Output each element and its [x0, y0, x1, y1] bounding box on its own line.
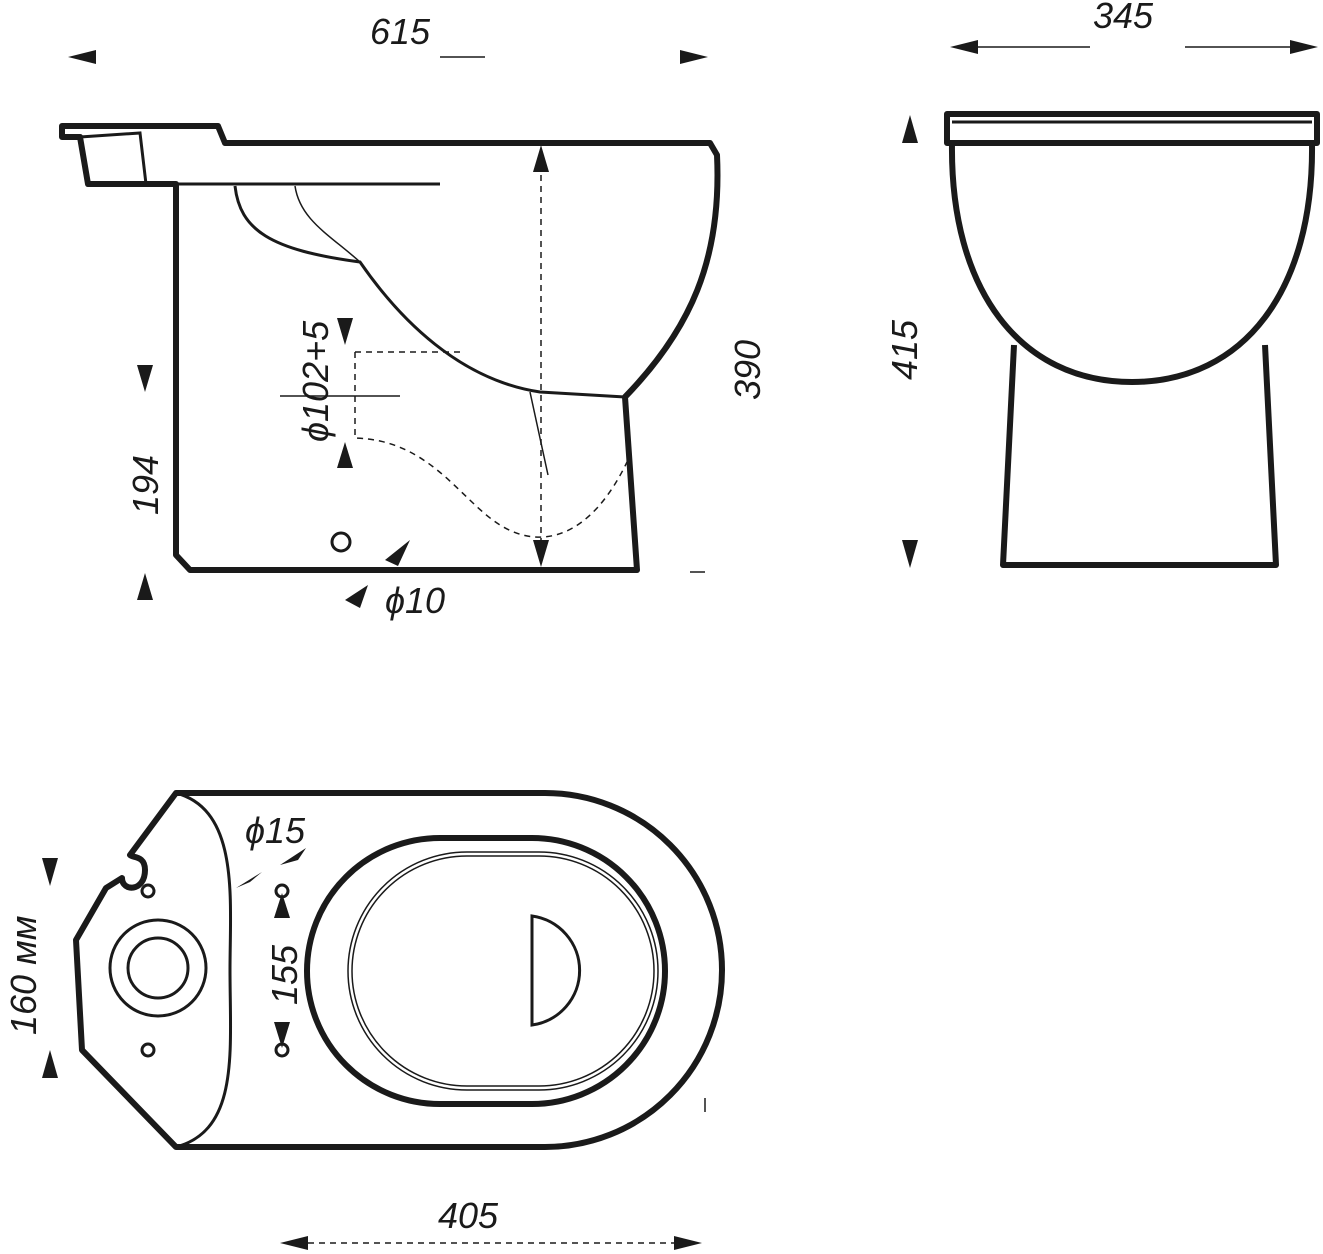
bowl-outline	[948, 142, 1316, 385]
outlet-dashed	[354, 351, 629, 538]
arrow-icon	[274, 893, 290, 918]
tank-hole-icon	[140, 883, 156, 899]
dim-fixing-hole-label: ϕ10	[385, 580, 445, 621]
arrow-icon	[902, 540, 918, 568]
dim-outlet-label: ϕ102+5	[295, 320, 336, 442]
dim-615-label: 615	[370, 11, 431, 52]
dim-155-label: 155	[264, 944, 305, 1005]
bowl-opening	[304, 835, 668, 1107]
arrow-icon	[385, 540, 410, 566]
front-view: 345 415	[884, 0, 1320, 568]
arrow-icon	[1290, 40, 1318, 54]
trap-line	[233, 185, 626, 399]
seat-rim	[944, 111, 1320, 146]
dim-194-label: 194	[125, 455, 166, 515]
arrow-icon	[137, 573, 153, 600]
arrow-icon	[280, 1236, 308, 1250]
tank-hole-icon	[140, 1042, 156, 1058]
dim-345-label: 345	[1093, 0, 1154, 36]
arrow-icon	[680, 50, 708, 64]
tank-flange	[79, 131, 148, 185]
bowl-inner	[347, 851, 659, 1091]
trap-outlet-line	[529, 391, 549, 476]
arrow-icon	[274, 1022, 290, 1048]
fixing-hole-icon	[330, 531, 352, 553]
arrow-icon	[345, 585, 368, 608]
pedestal-outline	[1000, 344, 1279, 568]
arrow-icon	[337, 318, 353, 345]
arrow-icon	[280, 848, 306, 865]
flush-valve-outer	[108, 918, 208, 1018]
flush-valve-inner	[126, 936, 190, 1000]
drain-outline	[530, 914, 582, 1027]
top-view-outline	[73, 790, 725, 1150]
arrow-icon	[533, 145, 549, 172]
side-view-outline	[59, 123, 721, 573]
top-view: ϕ15 155 160 мм 405	[3, 790, 725, 1250]
arrow-icon	[68, 50, 96, 64]
arrow-icon	[337, 442, 353, 468]
dim-160-label: 160 мм	[3, 916, 44, 1035]
arrow-icon	[236, 872, 262, 888]
arrow-icon	[42, 1050, 58, 1078]
arrow-icon	[674, 1236, 702, 1250]
arrow-icon	[950, 40, 978, 54]
trap-inner-line	[294, 185, 361, 263]
dim-390-label: 390	[727, 340, 768, 400]
side-view: 615 390 194 ϕ102+5 ϕ10	[59, 11, 768, 621]
bowl-inner-2	[351, 855, 655, 1087]
arrow-icon	[533, 540, 549, 567]
arrow-icon	[137, 365, 153, 392]
tank-edge	[175, 791, 233, 1149]
arrow-icon	[902, 115, 918, 143]
arrow-icon	[42, 858, 58, 886]
dim-415-label: 415	[884, 319, 925, 380]
dim-15-label: ϕ15	[245, 810, 306, 851]
dim-405-label: 405	[438, 1195, 499, 1236]
